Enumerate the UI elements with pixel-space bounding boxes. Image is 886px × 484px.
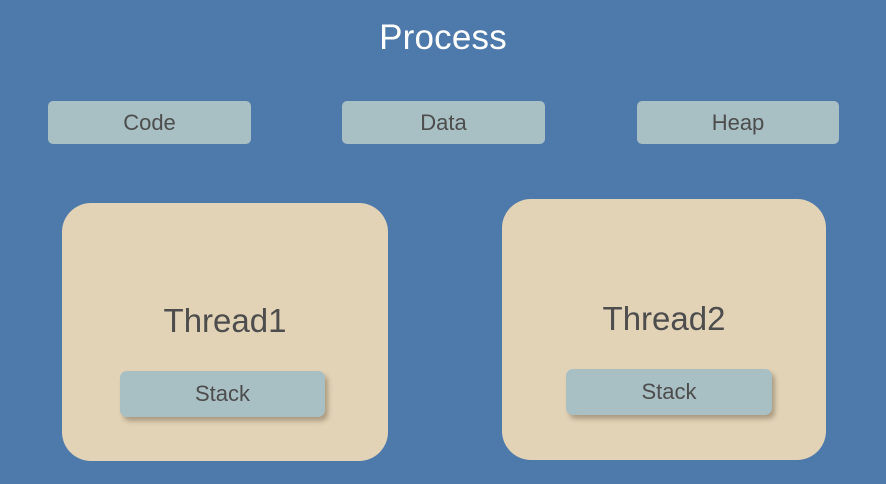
thread-2-stack-label: Stack	[641, 379, 697, 404]
memory-segment-heap: Heap	[637, 101, 839, 144]
page-title: Process	[379, 18, 507, 57]
thread-2-label: Thread2	[602, 300, 726, 337]
thread-2-stack: Stack	[566, 369, 772, 415]
thread-box-2: Thread2 Stack	[502, 199, 826, 460]
thread-1-stack: Stack	[120, 371, 325, 417]
memory-segment-heap-label: Heap	[711, 109, 765, 135]
thread-box-1: Thread1 Stack	[62, 203, 388, 461]
memory-segment-code: Code	[48, 101, 251, 144]
memory-segment-code-label: Code	[123, 109, 176, 135]
memory-segment-data-label: Data	[420, 109, 467, 135]
thread-1-label: Thread1	[163, 302, 287, 339]
memory-segment-data: Data	[342, 101, 545, 144]
thread-1-stack-label: Stack	[194, 381, 251, 406]
